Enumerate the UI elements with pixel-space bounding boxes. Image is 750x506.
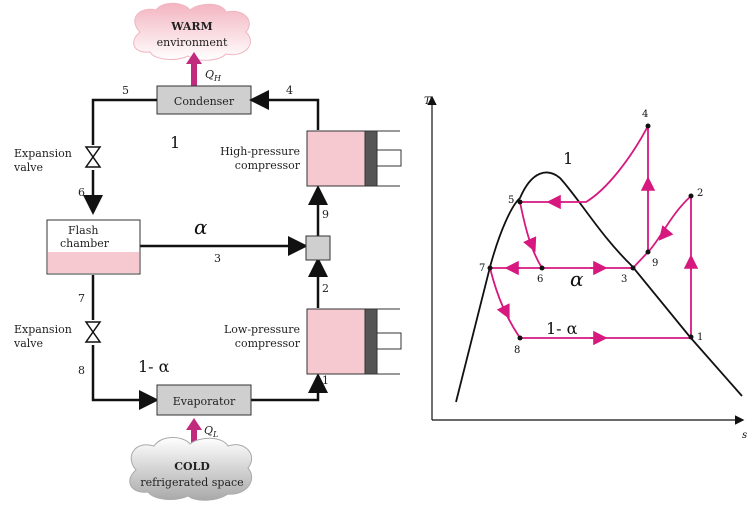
cold-title: COLD [174, 460, 210, 473]
cycle-process-lines [489, 125, 699, 346]
ts-state-1: 1 [697, 332, 703, 343]
state-8: 8 [78, 364, 85, 377]
ts-state-9: 9 [652, 258, 658, 269]
ql-label: QL [204, 424, 218, 439]
state-5: 5 [122, 84, 129, 97]
s-axis-label: s [742, 430, 747, 441]
ts-flow-alpha: α [570, 267, 584, 291]
expansion-valve-bottom-line1: Expansion [14, 323, 72, 336]
state-points [487, 123, 694, 341]
piping [83, 90, 328, 410]
expansion-valve-bottom-line2: valve [13, 337, 43, 350]
mixing-chamber [305, 235, 331, 261]
ts-flow-bottom: 1- α [546, 319, 578, 338]
ts-flow-top: 1 [563, 149, 573, 168]
high-pressure-compressor [306, 130, 402, 187]
low-pressure-compressor [306, 308, 402, 375]
state-2: 2 [322, 282, 329, 295]
state-4: 4 [286, 84, 293, 97]
state-7: 7 [78, 292, 85, 305]
flash-chamber-line2: chamber [60, 237, 110, 250]
expansion-valve-bottom [84, 321, 102, 343]
state-6: 6 [78, 186, 85, 199]
ql-arrowhead [186, 418, 202, 430]
ts-state-5: 5 [508, 195, 514, 206]
ts-state-3: 3 [621, 274, 627, 285]
mass-fraction-top: 1 [170, 133, 180, 152]
state-9: 9 [322, 208, 329, 221]
t-axis-label: T [424, 96, 432, 107]
cold-space-cloud: COLD refrigerated space [129, 437, 253, 501]
condenser-label: Condenser [174, 95, 235, 108]
lp-compressor-line1: Low-pressure [224, 323, 300, 336]
saturation-dome [455, 171, 743, 403]
mass-fraction-alpha: α [194, 215, 208, 239]
lp-compressor-line2: compressor [235, 337, 301, 350]
expansion-valve-top [84, 146, 102, 168]
mass-fraction-bottom: 1- α [138, 357, 170, 376]
ts-state-6: 6 [537, 274, 543, 285]
ts-diagram: T s [424, 95, 747, 441]
warm-environment-cloud: WARM environment [133, 2, 251, 61]
warm-subtitle: environment [157, 36, 228, 49]
cold-subtitle: refrigerated space [140, 476, 243, 489]
qh-label: QH [205, 68, 222, 83]
qh-arrowhead [186, 52, 202, 64]
hp-compressor-line1: High-pressure [220, 145, 300, 158]
warm-title: WARM [170, 20, 213, 33]
ts-state-7: 7 [479, 263, 485, 274]
state-3: 3 [214, 252, 221, 265]
evaporator-box [156, 384, 252, 416]
expansion-valve-top-line2: valve [13, 161, 43, 174]
flash-chamber-line1: Flash [68, 224, 98, 237]
state-1: 1 [322, 374, 329, 387]
ts-state-4: 4 [642, 109, 648, 120]
evaporator-label: Evaporator [173, 395, 236, 408]
flash-chamber: Flash chamber [46, 219, 141, 275]
ts-state-2: 2 [697, 188, 703, 199]
expansion-valve-top-line1: Expansion [14, 147, 72, 160]
hp-compressor-line2: compressor [235, 159, 301, 172]
ts-state-8: 8 [514, 345, 520, 356]
